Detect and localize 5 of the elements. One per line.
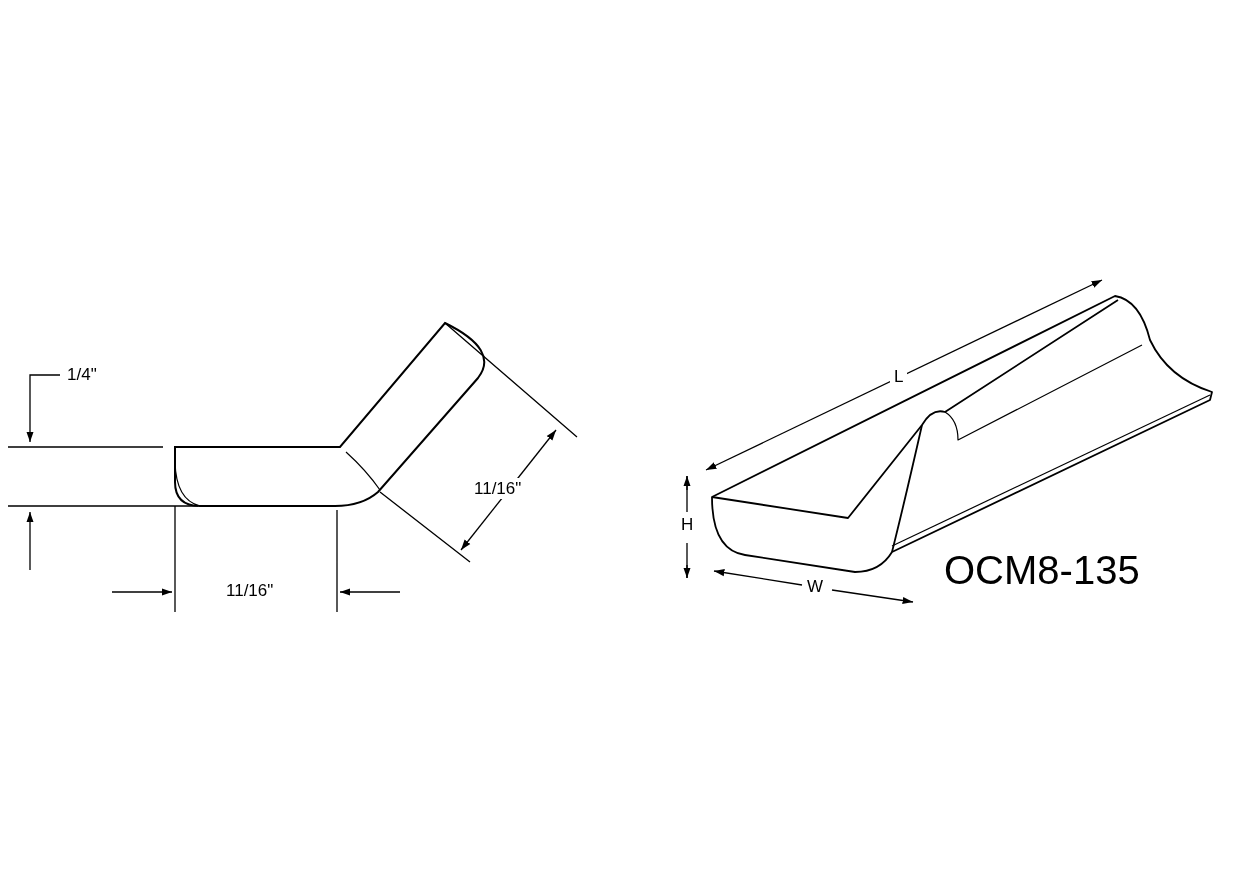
dimension-label: H (681, 516, 694, 533)
dimension-label: 1/4" (67, 366, 97, 383)
dimension-label: W (807, 578, 824, 595)
model-number: OCM8-135 (944, 550, 1140, 590)
dimension-label: 11/16" (226, 582, 274, 599)
